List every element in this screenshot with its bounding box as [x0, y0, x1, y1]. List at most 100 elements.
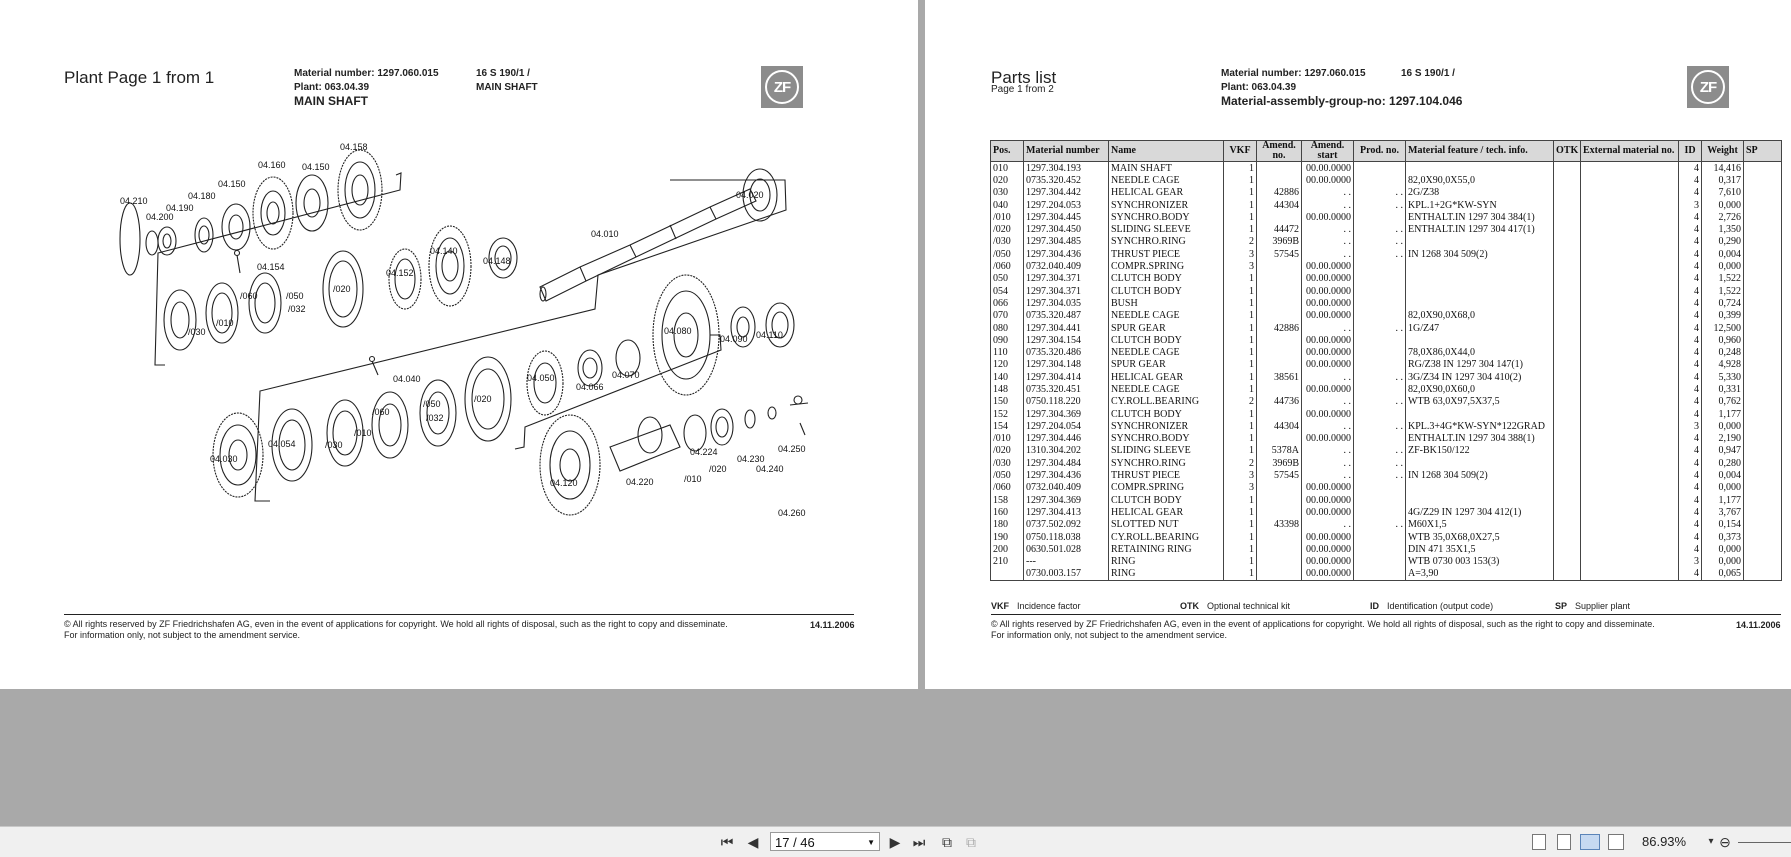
table-cell: 00.00.0000 [1301, 309, 1354, 322]
single-page-icon[interactable] [1532, 834, 1546, 850]
table-cell [1553, 481, 1581, 495]
table-cell [1553, 260, 1581, 273]
table-cell: SYNCHRO.BODY [1108, 211, 1224, 224]
table-cell [1405, 481, 1554, 495]
table-cell: 1,522 [1701, 272, 1744, 285]
continuous-icon[interactable] [1557, 834, 1571, 850]
zoom-out-icon[interactable]: ⊖ [1719, 834, 1731, 850]
table-cell [1743, 223, 1782, 236]
part-label: /010 [216, 318, 234, 328]
table-cell: 0,000 [1701, 481, 1744, 495]
table-cell: 7,610 [1701, 186, 1744, 199]
table-cell [1580, 555, 1679, 568]
table-cell: /050 [990, 248, 1024, 261]
table-cell [1580, 444, 1679, 458]
table-cell: 1297.304.413 [1023, 506, 1109, 519]
table-cell: /030 [990, 235, 1024, 249]
table-cell: 090 [990, 334, 1024, 347]
table-cell [1405, 284, 1554, 298]
last-page-icon[interactable]: ⏭ [912, 834, 926, 850]
zoom-level[interactable]: 86.93% [1642, 834, 1687, 849]
table-cell [1256, 309, 1302, 322]
next-page-icon[interactable]: ▶ [889, 834, 901, 850]
table-cell: 00.00.0000 [1301, 543, 1354, 556]
table-cell [1353, 567, 1406, 582]
table-cell: 4 [1678, 284, 1702, 298]
table-cell [1256, 161, 1302, 175]
table-cell [1353, 161, 1406, 175]
table-cell: . . [1301, 186, 1354, 199]
table-cell: WTB 63,0X97,5X37,5 [1405, 395, 1554, 408]
table-cell [1743, 235, 1782, 249]
part-label: 04.250 [778, 444, 806, 454]
two-page-icon[interactable] [1580, 834, 1600, 850]
part-label: 04.200 [146, 212, 174, 222]
table-cell: CLUTCH BODY [1108, 494, 1224, 507]
table-cell: 1 [1223, 371, 1257, 384]
table-cell: 0732.040.409 [1023, 481, 1109, 495]
table-cell: 1297.304.445 [1023, 211, 1109, 224]
table-cell: 1297.304.485 [1023, 235, 1109, 249]
table-cell: CLUTCH BODY [1108, 272, 1224, 285]
table-cell [1553, 235, 1581, 249]
table-cell: 4 [1678, 518, 1702, 531]
pdf-viewer-toolbar: ⏮ ◀ 17 / 46▼ ▶ ⏭ ⧉ ⧉ 86.93% ▾ ⊖ [0, 826, 1791, 857]
model-number: 16 S 190/1 / [476, 68, 530, 79]
table-cell: 1 [1223, 309, 1257, 322]
table-cell: 1 [1223, 432, 1257, 445]
table-cell [1553, 420, 1581, 433]
table-cell [1743, 371, 1782, 384]
table-cell: NEEDLE CAGE [1108, 383, 1224, 396]
fit-page-icon[interactable]: ⧉ [966, 834, 976, 850]
page-count-text: Page 1 from 2 [991, 84, 1054, 95]
prev-page-icon[interactable]: ◀ [747, 834, 759, 850]
table-cell: 4 [1678, 260, 1702, 273]
table-cell [1353, 543, 1406, 556]
table-cell: 0,000 [1701, 543, 1744, 556]
zoom-slider[interactable] [1738, 842, 1791, 843]
table-cell [1553, 494, 1581, 507]
table-cell: . . [1301, 518, 1354, 531]
table-cell: 2 [1223, 457, 1257, 470]
table-cell [1405, 272, 1554, 285]
table-cell [1743, 284, 1782, 298]
table-cell: . . [1353, 469, 1406, 482]
table-cell: IN 1268 304 509(2) [1405, 248, 1554, 261]
table-cell [1580, 248, 1679, 261]
page-number-field[interactable]: 17 / 46▼ [770, 832, 880, 851]
chevron-down-icon[interactable]: ▼ [867, 838, 875, 847]
zoom-dropdown-icon[interactable]: ▾ [1708, 836, 1714, 847]
two-page-continuous-icon[interactable] [1608, 834, 1624, 850]
disclaimer-line: For information only, not subject to the… [64, 630, 300, 640]
table-cell [1553, 518, 1581, 531]
exploded-parts-diagram [119, 149, 809, 516]
table-cell [1580, 457, 1679, 470]
table-cell: 5,330 [1701, 371, 1744, 384]
table-cell: 158 [990, 494, 1024, 507]
table-cell: 3 [1223, 481, 1257, 495]
table-cell [1580, 272, 1679, 285]
part-label: 04.148 [483, 256, 511, 266]
table-cell: 1297.304.154 [1023, 334, 1109, 347]
fit-width-icon[interactable]: ⧉ [942, 834, 952, 850]
part-label: /020 [333, 284, 351, 294]
table-cell [1256, 358, 1302, 372]
part-label: 04.220 [626, 477, 654, 487]
table-cell: SYNCHRO.RING [1108, 235, 1224, 249]
table-cell: 1297.204.054 [1023, 420, 1109, 433]
table-cell [1553, 211, 1581, 224]
table-cell: . . [1353, 223, 1406, 236]
table-cell [1743, 161, 1782, 175]
table-cell: 44304 [1256, 420, 1302, 433]
part-label: 04.010 [591, 229, 619, 239]
first-page-icon[interactable]: ⏮ [720, 834, 734, 850]
table-cell [1580, 420, 1679, 433]
table-cell: THRUST PIECE [1108, 248, 1224, 261]
table-cell [1743, 272, 1782, 285]
table-cell: . . [1301, 235, 1354, 249]
part-label: /060 [240, 291, 258, 301]
parts-list-title: Parts list [991, 68, 1057, 87]
table-cell: 0,960 [1701, 334, 1744, 347]
